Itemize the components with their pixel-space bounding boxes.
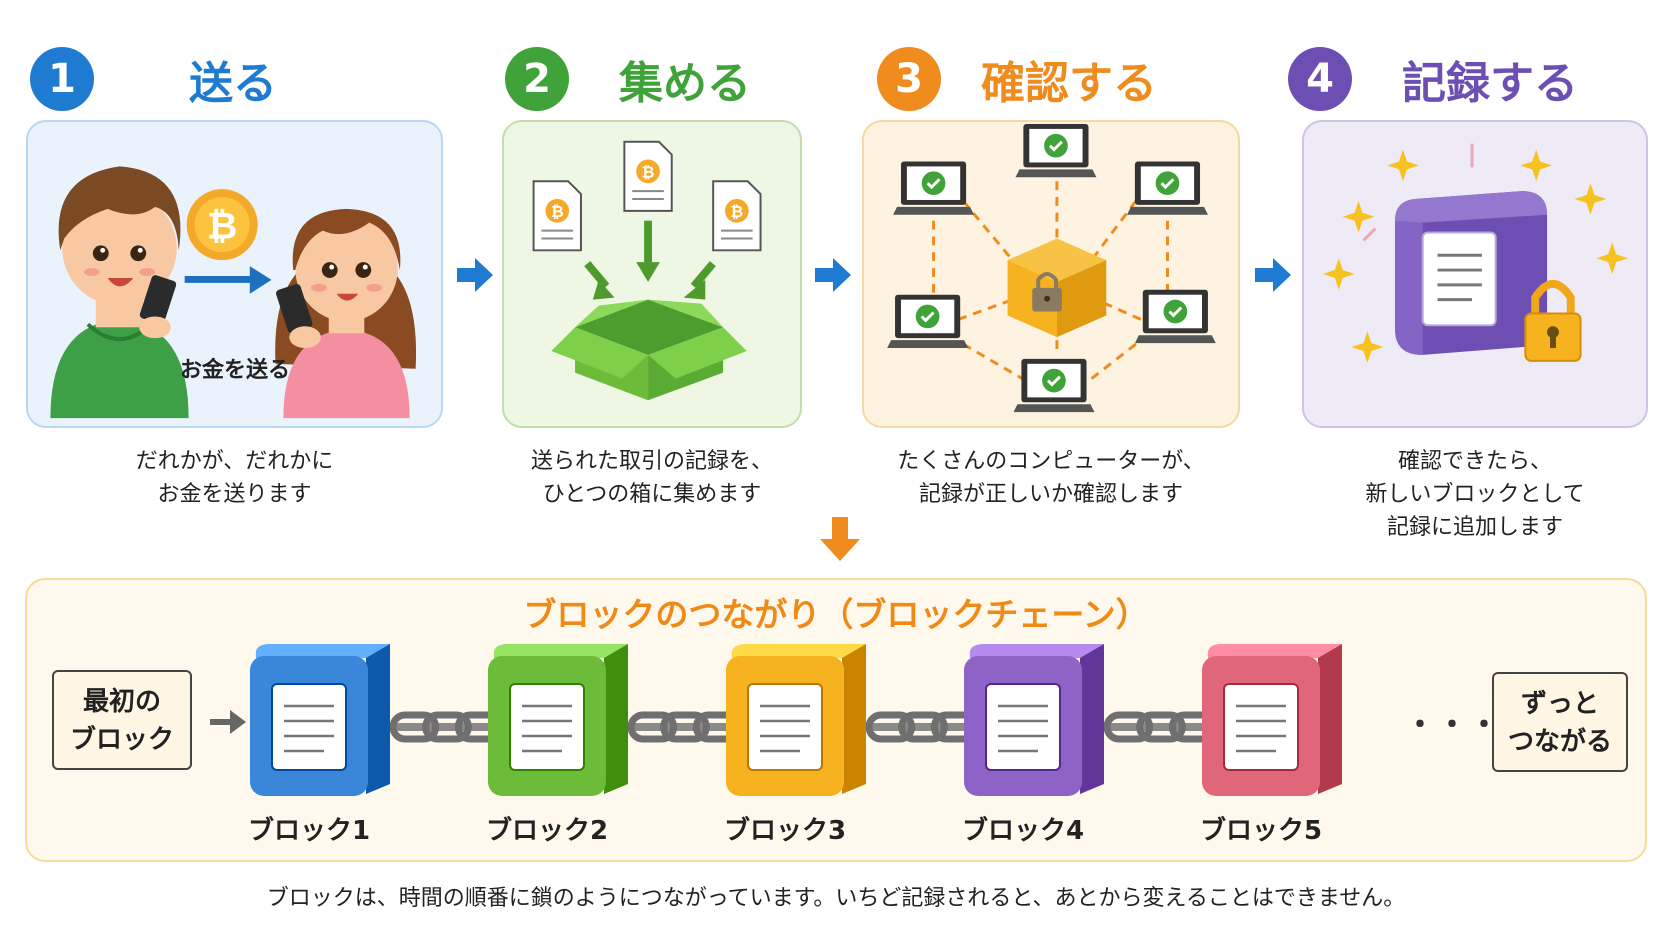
step-1-title: 送る bbox=[189, 58, 277, 109]
chain-link-2 bbox=[627, 711, 743, 743]
collect-illustration: ₿ ₿ ₿ bbox=[532, 140, 762, 401]
chain-link-1 bbox=[389, 711, 505, 743]
cardboard-box-icon bbox=[551, 299, 747, 401]
block-4-label: ブロック4 bbox=[961, 816, 1085, 846]
record-panel bbox=[1302, 120, 1648, 428]
laptop-check-icon bbox=[1134, 289, 1216, 344]
step-3-header: 3 確認する bbox=[877, 44, 1157, 114]
laptop-check-icon bbox=[1013, 358, 1095, 413]
step-2-header: 2 集める bbox=[505, 44, 751, 114]
chain-blocks bbox=[250, 644, 1342, 796]
send-arrow-icon bbox=[184, 266, 272, 294]
continues-label: ずっと つながる bbox=[1492, 672, 1628, 772]
document-icon-left: ₿ bbox=[532, 180, 582, 252]
bitcoin-coin-icon: ₿ bbox=[186, 189, 258, 261]
block-5-label: ブロック5 bbox=[1199, 816, 1323, 846]
svg-text:₿: ₿ bbox=[642, 162, 655, 181]
blockchain-diagram bbox=[250, 644, 1342, 796]
block-1-label: ブロック1 bbox=[247, 816, 371, 846]
step-1-number: 1 bbox=[30, 47, 94, 111]
step-3-title: 確認する bbox=[981, 58, 1157, 109]
step-4-number: 4 bbox=[1288, 47, 1352, 111]
step-1-caption: だれかが、だれかに お金を送ります bbox=[135, 449, 334, 507]
send-panel: ₿ お金を送る bbox=[26, 120, 443, 428]
step-3-number: 3 bbox=[877, 47, 941, 111]
svg-text:₿: ₿ bbox=[730, 202, 743, 221]
step-2-number: 2 bbox=[505, 47, 569, 111]
ellipsis: ・・・ bbox=[1405, 708, 1501, 743]
chain-link-3 bbox=[865, 711, 981, 743]
girl-icon bbox=[275, 208, 417, 419]
arrow-right-icon bbox=[815, 258, 851, 292]
svg-text:₿: ₿ bbox=[551, 202, 564, 221]
step-2-title: 集める bbox=[619, 58, 751, 109]
verify-panel bbox=[862, 120, 1240, 428]
chain-link-4 bbox=[1103, 711, 1219, 743]
block-2-label: ブロック2 bbox=[485, 816, 609, 846]
chain-links bbox=[389, 711, 1219, 743]
footer-note: ブロックは、時間の順番に鎖のようにつながっています。いちど記録されると、あとから… bbox=[266, 886, 1406, 911]
block-3-label: ブロック3 bbox=[723, 816, 847, 846]
record-block-icon bbox=[1395, 191, 1548, 355]
step-4-caption: 確認できたら、 新しいブロックとして 記録に追加します bbox=[1365, 449, 1585, 540]
locked-block-icon bbox=[1007, 238, 1107, 338]
boy-icon bbox=[50, 166, 189, 419]
sparkle-icons bbox=[1323, 149, 1628, 363]
document-icon-center: ₿ bbox=[623, 140, 673, 212]
step-1-header: 1 送る bbox=[30, 44, 277, 114]
block-3 bbox=[726, 644, 866, 796]
block-1 bbox=[250, 644, 390, 796]
block-5 bbox=[1202, 644, 1342, 796]
arrow-right-icon bbox=[457, 258, 493, 292]
step-3-caption: たくさんのコンピューターが、 記録が正しいか確認します bbox=[897, 449, 1205, 507]
arrow-right-gray-icon bbox=[210, 710, 246, 734]
verify-illustration bbox=[887, 123, 1216, 413]
first-block-label: 最初の ブロック bbox=[52, 670, 192, 770]
blockchain-title: ブロックのつながり（ブロックチェーン） bbox=[523, 595, 1149, 634]
step-4-title: 記録する bbox=[1402, 58, 1578, 109]
send-illustration: ₿ bbox=[50, 166, 417, 419]
arrow-right-icon bbox=[1255, 258, 1291, 292]
svg-text:₿: ₿ bbox=[207, 203, 238, 247]
laptop-check-icon bbox=[1015, 123, 1097, 178]
arrow-down-icon bbox=[820, 517, 860, 561]
collect-panel: ₿ ₿ ₿ bbox=[502, 120, 802, 428]
laptop-check-icon bbox=[887, 294, 969, 349]
block-2 bbox=[488, 644, 628, 796]
send-money-label: お金を送る bbox=[180, 358, 291, 383]
sparkle-rays bbox=[1362, 143, 1474, 242]
record-illustration bbox=[1323, 143, 1628, 363]
padlock-icon bbox=[1524, 279, 1582, 362]
document-icon-right: ₿ bbox=[712, 180, 762, 252]
step-4-header: 4 記録する bbox=[1288, 44, 1578, 114]
collect-arrows-icon bbox=[584, 220, 716, 300]
laptop-check-icon bbox=[893, 161, 975, 215]
block-4 bbox=[964, 644, 1104, 796]
step-2-caption: 送られた取引の記録を、 ひとつの箱に集めます bbox=[530, 449, 773, 507]
laptop-check-icon bbox=[1127, 161, 1208, 215]
